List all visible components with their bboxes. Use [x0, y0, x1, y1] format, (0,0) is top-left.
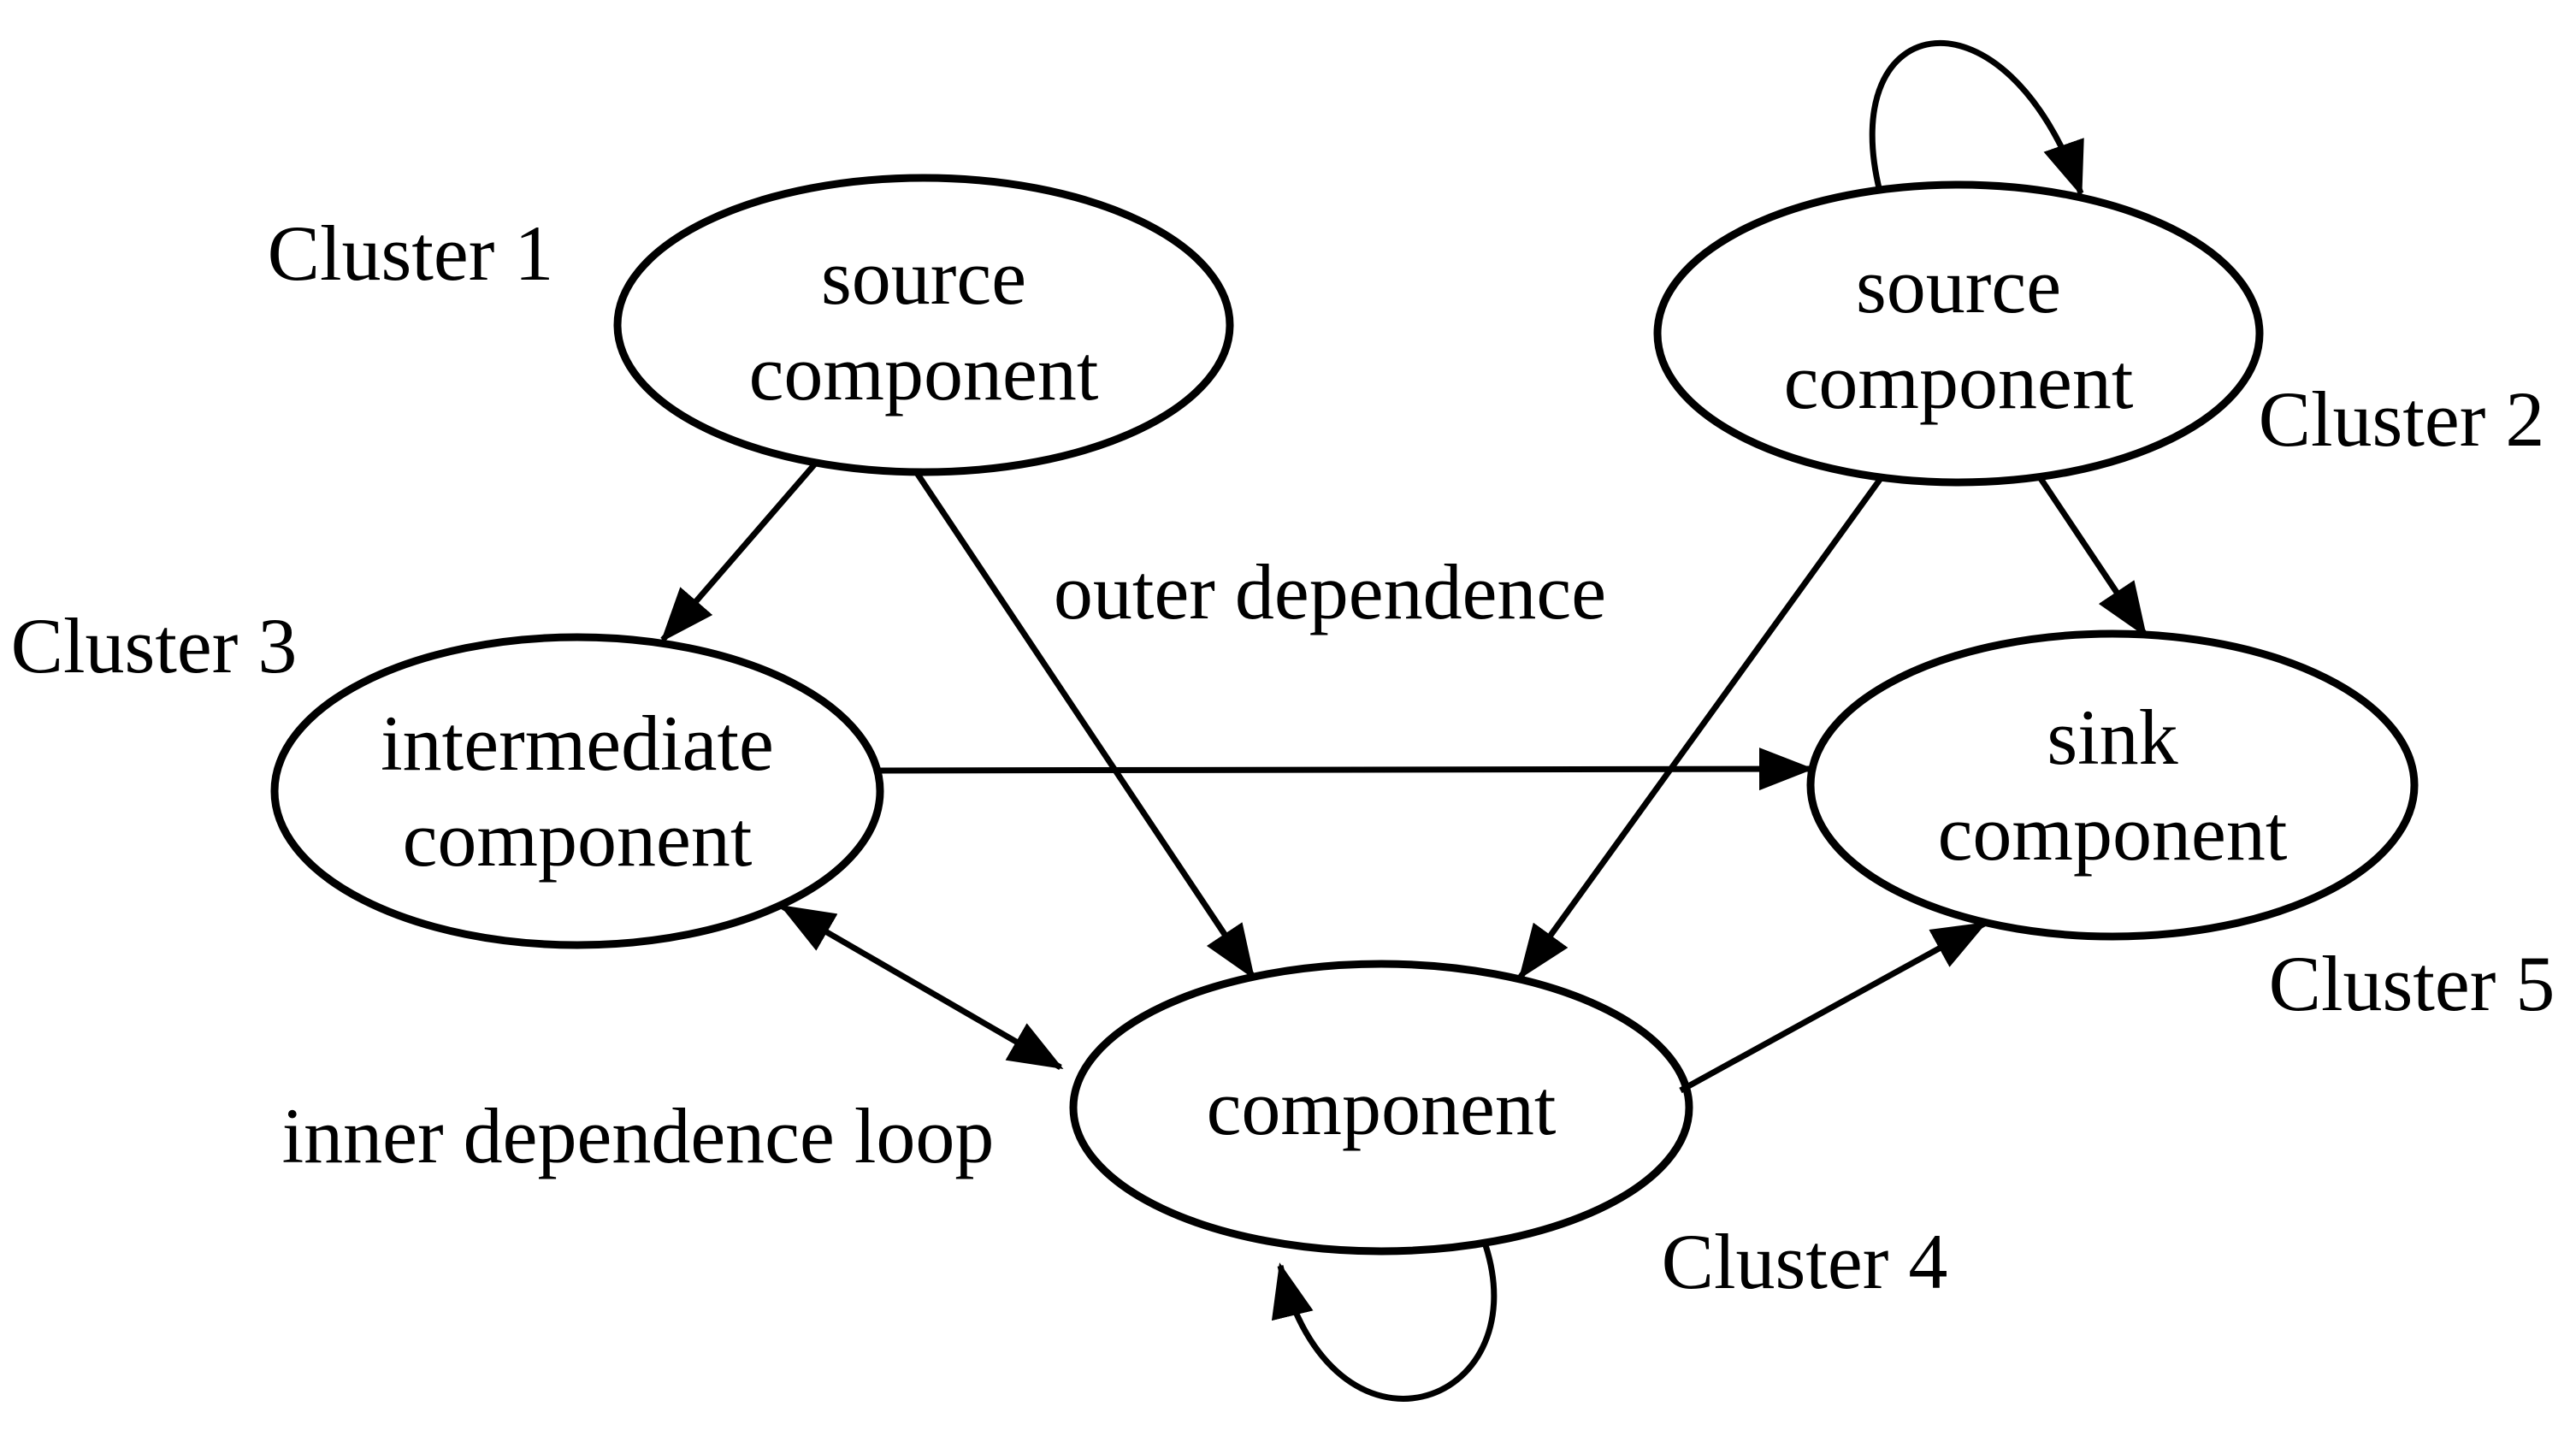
cluster-4-label: Cluster 4: [1661, 1217, 1948, 1305]
double-arrow-intermediate-component-inner-dependence-loop: [779, 903, 1064, 1071]
node-label-source-component-1: source component: [748, 233, 1099, 417]
cluster-3-label: Cluster 3: [10, 601, 298, 689]
arrow-component-to-sink: [1679, 920, 1988, 1094]
arrow-source2-to-sink: [2037, 476, 2148, 638]
node-ellipse-source-component-2: [1653, 180, 2264, 487]
cluster-5-label: Cluster 5: [2268, 939, 2555, 1027]
arrow-intermediate-to-sink: [877, 748, 1814, 791]
node-label-source-component-2: source component: [1783, 241, 2134, 425]
node-ellipse-intermediate-component: [270, 633, 884, 949]
inner-dependence-loop-label: inner dependence loop: [281, 1091, 995, 1179]
cluster-1-label: Cluster 1: [267, 209, 554, 297]
self-loop-arrow-component: [1271, 1244, 1498, 1402]
arrow-source1-to-component-outer-dependence: [913, 469, 1256, 980]
self-loop-arrow-source-component-2: [1869, 39, 2084, 197]
node-label-sink-component: sink component: [1937, 693, 2288, 877]
arrow-source2-to-component: [1518, 475, 1884, 980]
cluster-2-label: Cluster 2: [2258, 375, 2545, 463]
outer-dependence-label: outer dependence: [1053, 547, 1607, 635]
node-label-intermediate-component: intermediate component: [381, 699, 774, 883]
node-label-component: component: [1206, 1063, 1557, 1151]
node-ellipse-source-component-1: [613, 174, 1234, 476]
node-ellipse-component: [1069, 960, 1693, 1256]
arrow-source1-to-intermediate: [660, 459, 819, 643]
